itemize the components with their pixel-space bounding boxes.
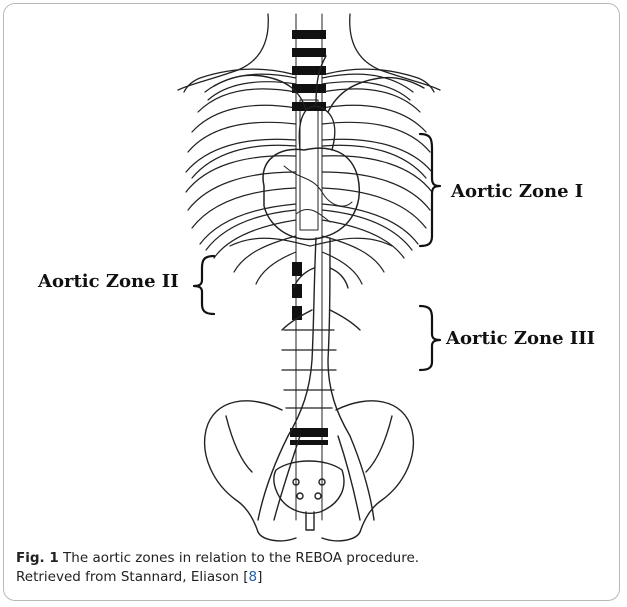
bracket-zone-ii [194,256,214,314]
right-clavicle [326,69,434,92]
reference-link[interactable]: 8 [249,569,258,585]
left-clavicle [184,69,292,92]
caption-source-prefix: Retrieved from Stannard, Eliason [ [16,569,249,585]
pelvis [205,401,414,541]
neck-outline [178,14,268,90]
caption-text: The aortic zones in relation to the REBO… [59,550,419,566]
descending-aorta [258,238,374,520]
figure-caption: Fig. 1 The aortic zones in relation to t… [16,549,612,587]
aortic-zone-i-label: Aortic Zone I [451,181,583,202]
aortic-zone-ii-label: Aortic Zone II [38,271,179,292]
heart [263,148,359,239]
caption-source-suffix: ] [257,569,262,585]
aortic-zone-iii-label: Aortic Zone III [446,328,595,349]
bracket-zone-iii [420,306,440,370]
spine [282,14,336,520]
figure-label: Fig. 1 [16,550,59,566]
